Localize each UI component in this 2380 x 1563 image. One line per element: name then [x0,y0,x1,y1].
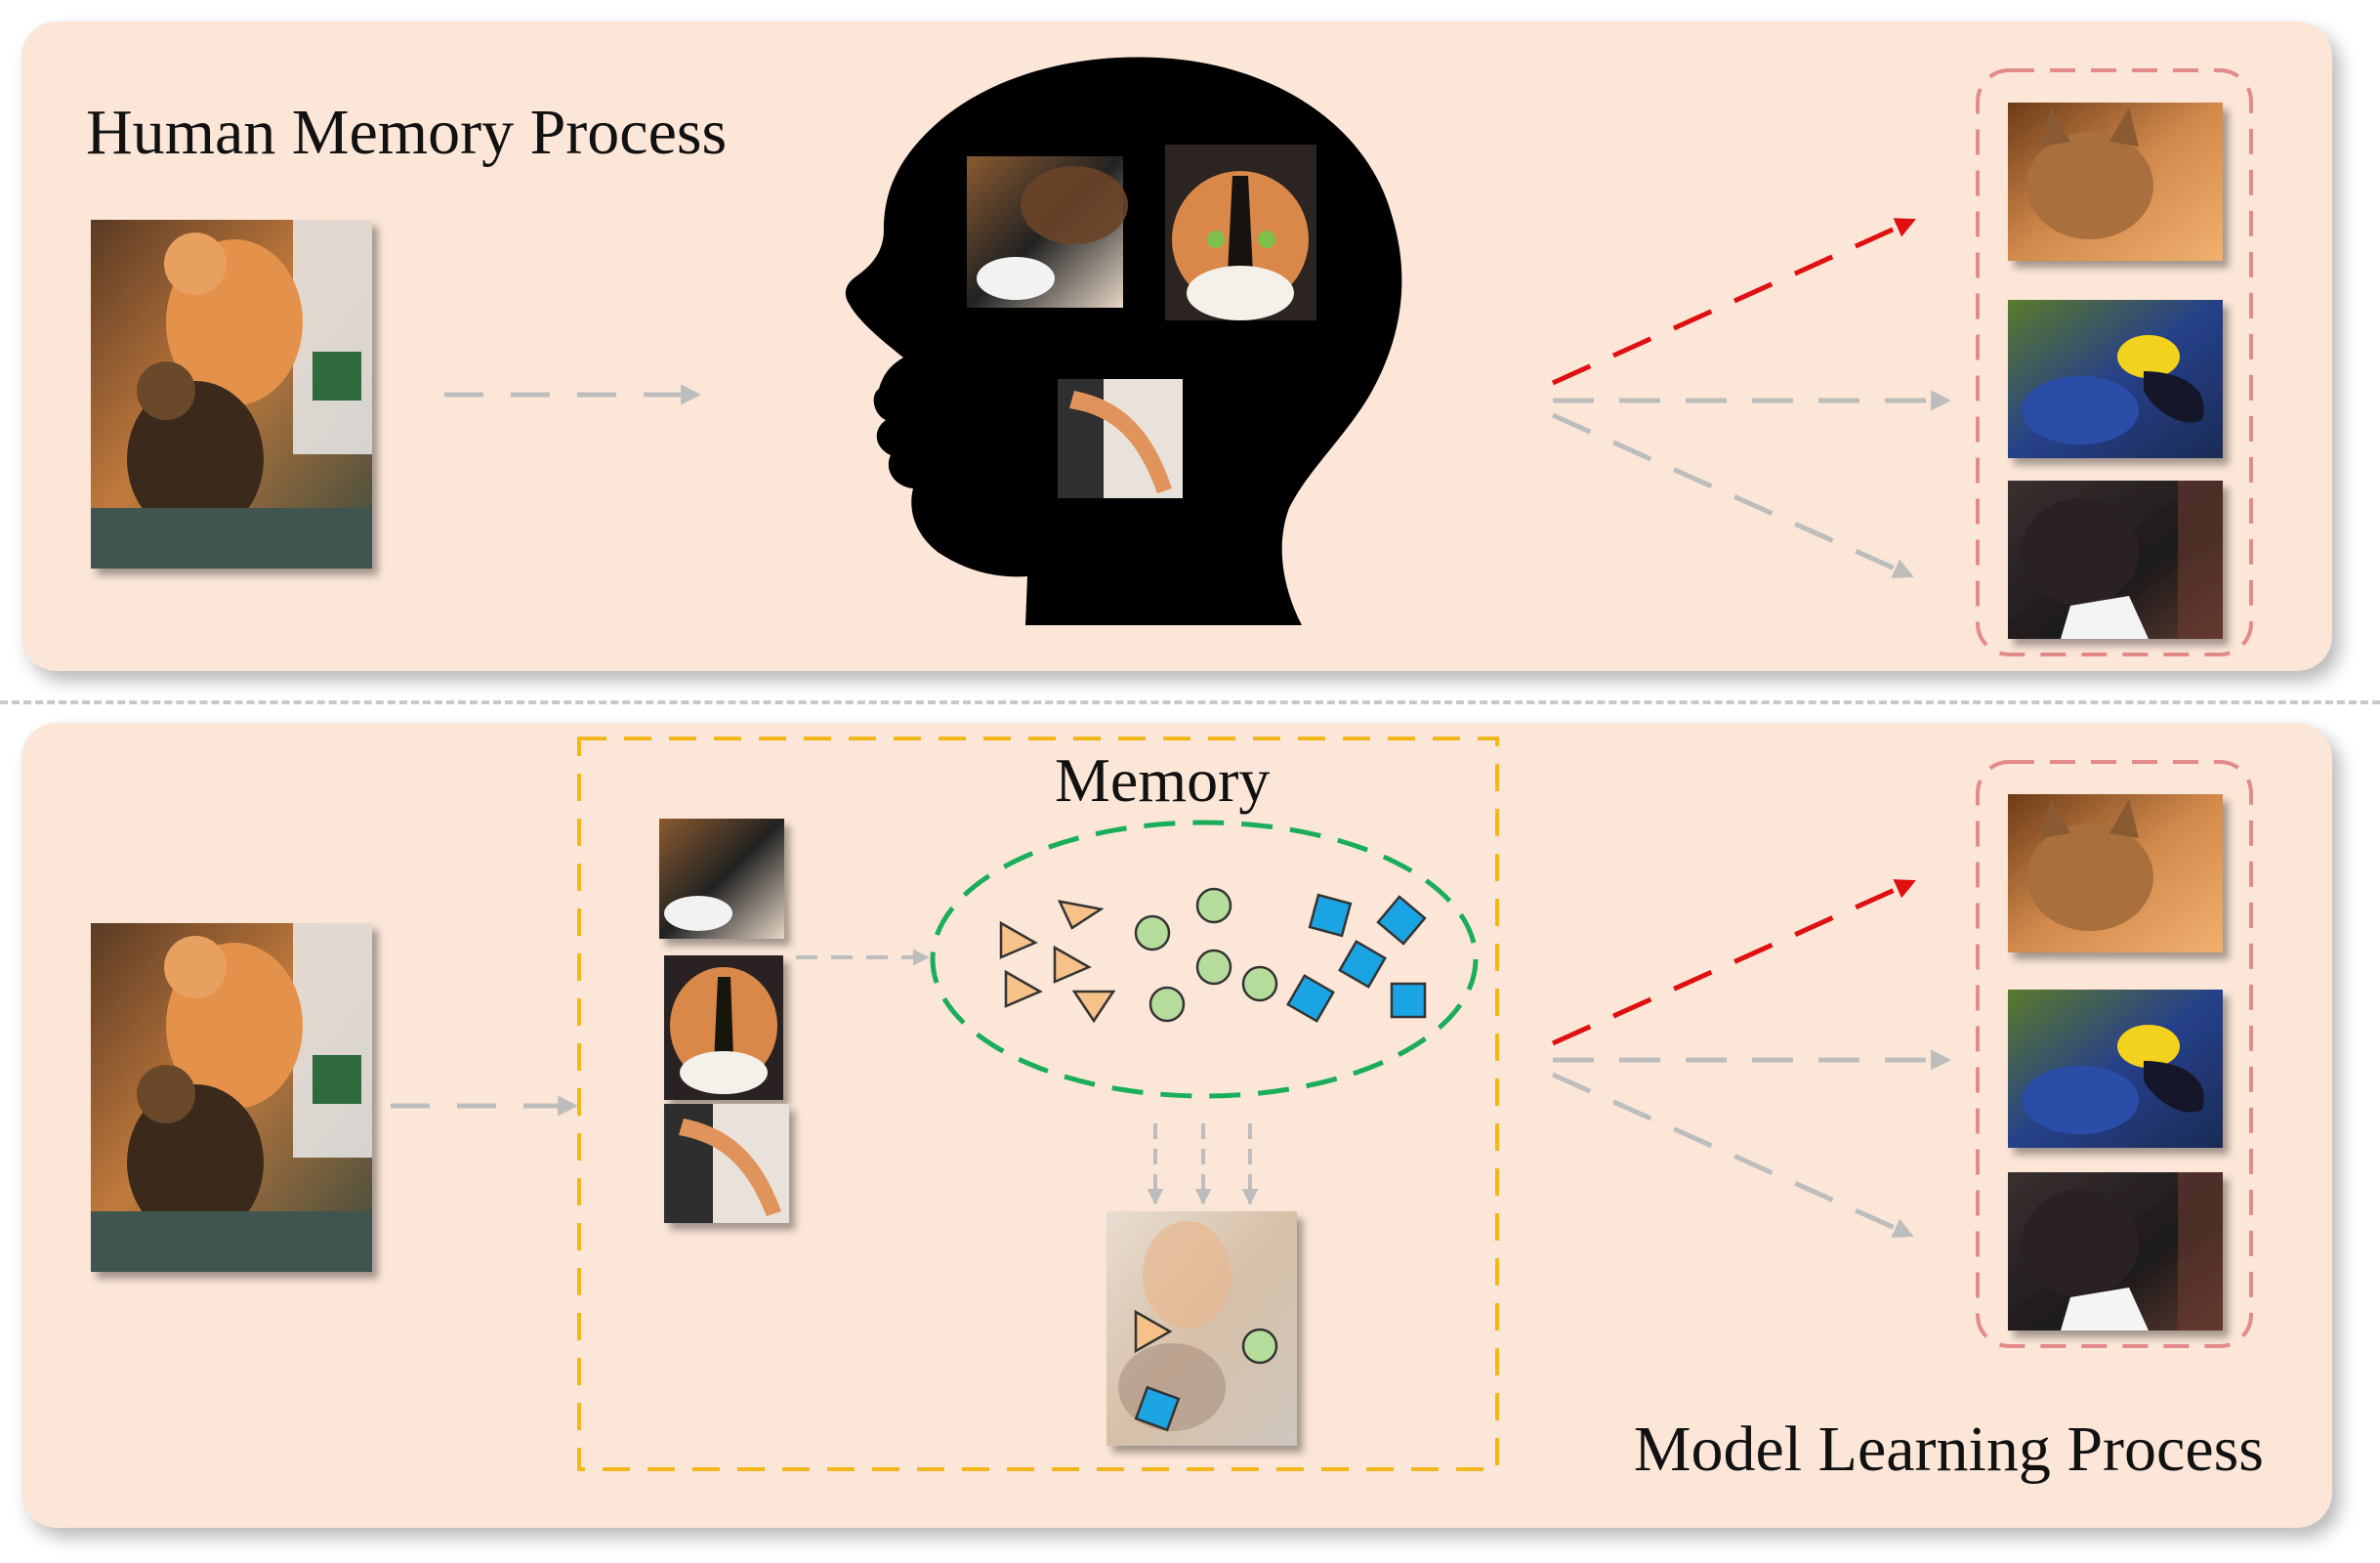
parrot-photo-icon [2008,300,2223,458]
cat-photo-icon [2008,794,2223,952]
patch-thumb-tail [664,1104,789,1223]
circle-token [1195,887,1232,924]
square-token [1376,895,1427,946]
human-memory-title: Human Memory Process [86,97,728,168]
input-photo-bottom [91,923,372,1272]
cat-photo-icon [2008,103,2223,261]
augmented-input-photo [1106,1211,1297,1446]
patch-thumb-paws [659,819,784,939]
memory-patch-face [1165,145,1316,320]
circle-token [1241,965,1278,1002]
memory-module-box [577,737,1499,1471]
square-token [1390,982,1427,1019]
model-learning-title: Model Learning Process [1633,1414,2264,1485]
circle-token [1134,914,1171,951]
memory-patch-paws [967,156,1128,308]
triangle-token [1053,945,1092,984]
memory-tokens [999,887,1427,1024]
circle-token [1195,949,1232,986]
square-token [1286,974,1335,1023]
panel-divider [0,700,2380,704]
human-head-silhouette-icon [845,57,1402,625]
memory-patch-tail [1058,379,1183,498]
output-candidates-box-top [1976,68,2253,656]
memory-label: Memory [1055,745,1271,815]
wrong-prediction-arrow-top-2 [1551,412,1914,579]
output-candidates-box-bottom [1976,760,2253,1348]
parrot-photo-icon [2008,990,2223,1148]
square-token [1338,940,1387,989]
triangle-token [1004,969,1043,1008]
square-token [1308,893,1353,938]
input-photo-top [91,220,372,569]
dog-photo-icon [2008,1172,2223,1331]
triangle-token [1071,990,1116,1024]
triangle-token [1057,900,1105,930]
wrong-prediction-arrow-bottom-2 [1551,1072,1914,1239]
correct-prediction-arrow-top [1551,217,1916,386]
patch-thumb-face [664,955,783,1100]
dog-photo-icon [2008,481,2223,639]
memory-retrieval-arrows [1147,1123,1259,1205]
circle-token [1148,986,1186,1023]
correct-prediction-arrow-bottom [1551,878,1916,1046]
triangle-token [999,920,1038,959]
memory-bank-ellipse [930,820,1479,1099]
